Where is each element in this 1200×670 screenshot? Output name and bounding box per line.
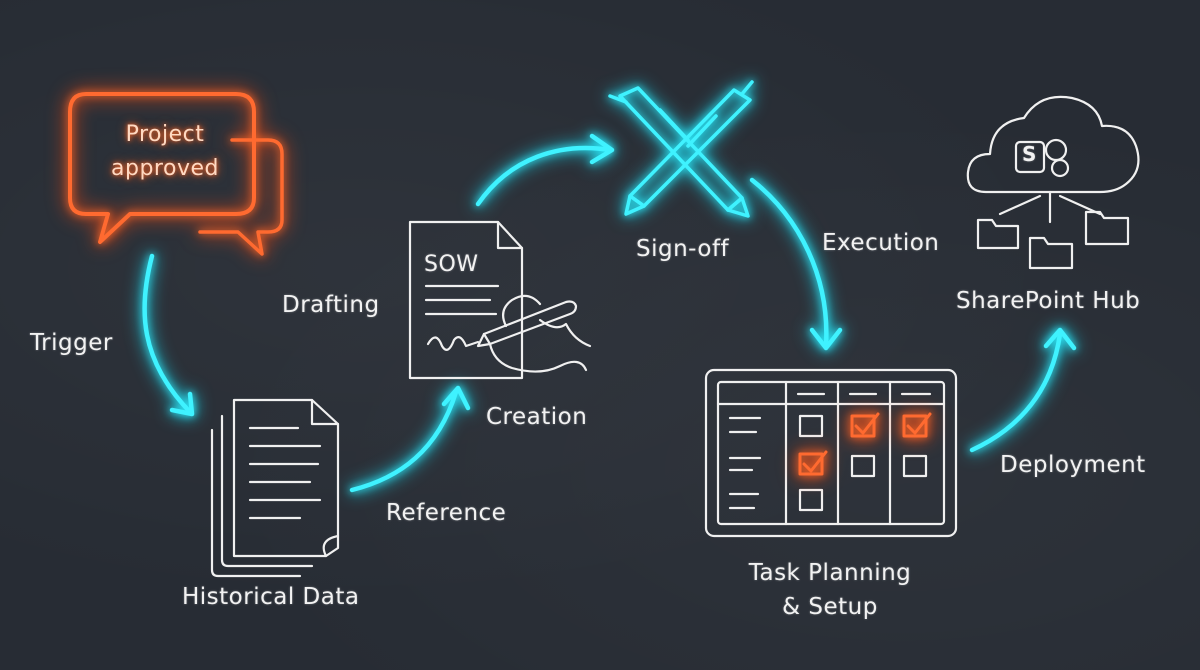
execution-arrowhead [809,327,843,351]
project-approved-text: Project approved [92,118,238,186]
deployment-label: Deployment [1000,452,1146,478]
sharepoint-cloud-icon [966,95,1140,270]
task-planning-line-1: Task Planning [748,560,912,586]
trigger-arrowhead [169,391,195,417]
sow-document-icon [408,220,524,380]
deployment-arrowhead [1043,327,1077,351]
checked-box-icons [798,412,932,476]
drafting-arrowhead [589,133,615,165]
speech-bubble-icon [68,92,284,256]
crossed-pens-icon [608,80,754,218]
reference-label: Reference [386,500,507,526]
execution-label: Execution [822,230,940,256]
bubble-line-2: approved [111,156,219,181]
sow-doc-title: SOW [424,252,479,277]
deployment-arrow [969,331,1063,453]
creation-label: Creation [486,404,588,430]
trigger-arrow [142,253,193,415]
task-planning-line-2: & Setup [782,594,878,620]
historical-data-label: Historical Data [182,584,360,610]
bubble-line-1: Project [125,122,205,147]
hand-writing-icon [476,294,592,373]
drafting-label: Drafting [282,292,380,318]
reference-arrowhead [441,385,471,411]
sign-off-label: Sign-off [636,236,730,262]
historical-data-icon [210,398,340,578]
drafting-arrow [475,145,613,207]
execution-arrow [749,177,829,349]
sharepoint-logo-letter: S [1022,142,1037,166]
reference-arrow [349,389,459,493]
task-planning-label: Task Planning & Setup [730,556,930,624]
task-board-icon [704,368,958,538]
trigger-label: Trigger [30,330,113,356]
sharepoint-hub-label: SharePoint Hub [956,288,1141,314]
